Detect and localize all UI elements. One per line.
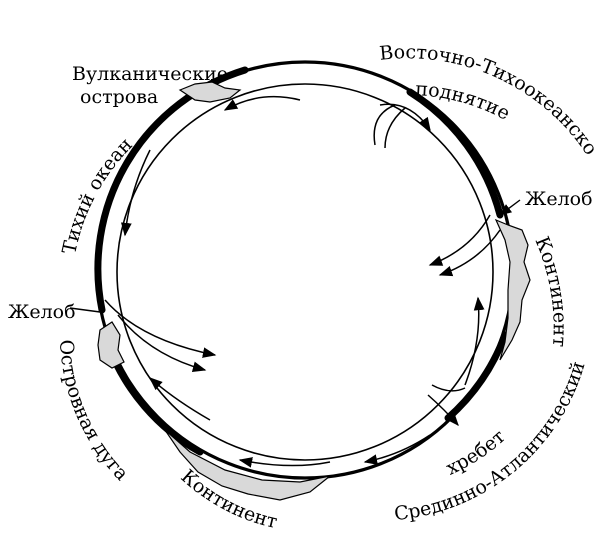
flow-arrow-left-down-1 bbox=[105, 300, 215, 355]
label-continent-right: Континент bbox=[530, 234, 570, 348]
flow-arrow-right-up bbox=[465, 298, 479, 385]
flow-arrow-rise-right-down bbox=[385, 108, 405, 148]
flow-arrow-right-inner bbox=[432, 385, 465, 391]
flow-arrow-bottom-left bbox=[150, 378, 210, 420]
label-volcanic-islands-1: Вулканические bbox=[72, 63, 228, 85]
flow-arrow-right-down-1 bbox=[430, 215, 490, 265]
label-volcanic-islands-2: острова bbox=[80, 86, 158, 108]
flow-arrow-rise-left-down bbox=[374, 105, 395, 145]
flow-arrow-bottom bbox=[240, 460, 330, 466]
label-trench-right: Желоб bbox=[525, 188, 593, 210]
flow-arrow-right-down-2 bbox=[440, 230, 500, 275]
island-arc-crust bbox=[98, 322, 124, 368]
flow-arrow-top-left bbox=[225, 97, 300, 110]
label-trench-left: Желоб bbox=[8, 301, 76, 323]
